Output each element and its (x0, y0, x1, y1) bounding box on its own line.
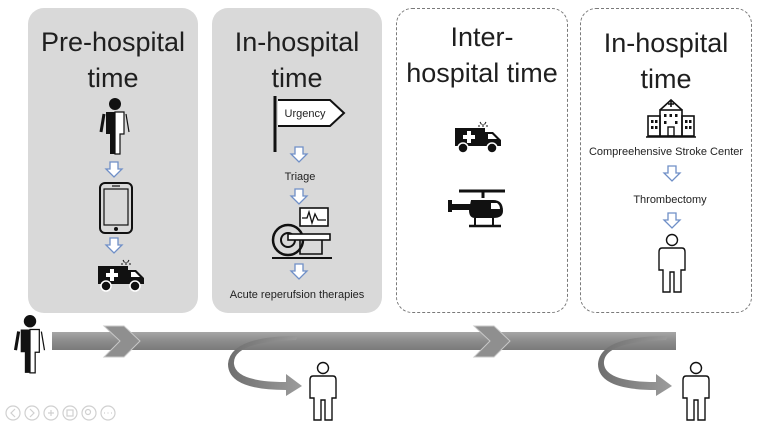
panel-title-line2: time (640, 64, 692, 94)
ct-scanner-icon (271, 207, 332, 259)
panel-title-line1: In-hospital (603, 28, 729, 58)
panel-title-line1: Pre-hospital (40, 27, 186, 57)
return-arrow-icon (598, 336, 672, 396)
panel-pre-hospital: Pre-hospital time (28, 8, 198, 313)
urgency-label: Urgency (284, 108, 326, 120)
ambulance-icon (98, 259, 144, 292)
panel-in-hospital: In-hospital time (212, 8, 382, 313)
panel-inter-hospital: Inter- hospital time (396, 8, 568, 313)
thrombectomy-label: Thrombectomy (633, 194, 707, 206)
patient-icon (13, 315, 46, 374)
person-icon (682, 361, 710, 421)
triage-label: Triage (284, 171, 316, 183)
helicopter-icon (448, 189, 505, 228)
patient-icon (99, 98, 130, 155)
panel-title-line1: Inter- (450, 22, 514, 52)
return-arrow-icon (228, 336, 302, 396)
panel-title-line2: time (271, 63, 323, 93)
smartphone-icon (99, 182, 133, 234)
signpost-icon (273, 96, 346, 152)
viewer-controls[interactable] (4, 404, 116, 422)
person-icon (658, 233, 686, 293)
comprehensive-stroke-center-label: Compreehensive Stroke Center (588, 146, 744, 158)
panel-title-line1: In-hospital (234, 27, 360, 57)
panel-title-line2: time (87, 63, 139, 93)
ambulance-icon (455, 121, 501, 154)
acute-reperfusion-label: Acute reperufsion therapies (229, 289, 365, 301)
hospital-icon (646, 98, 696, 138)
panel-title-line2: hospital time (406, 58, 558, 88)
person-icon (309, 361, 337, 421)
